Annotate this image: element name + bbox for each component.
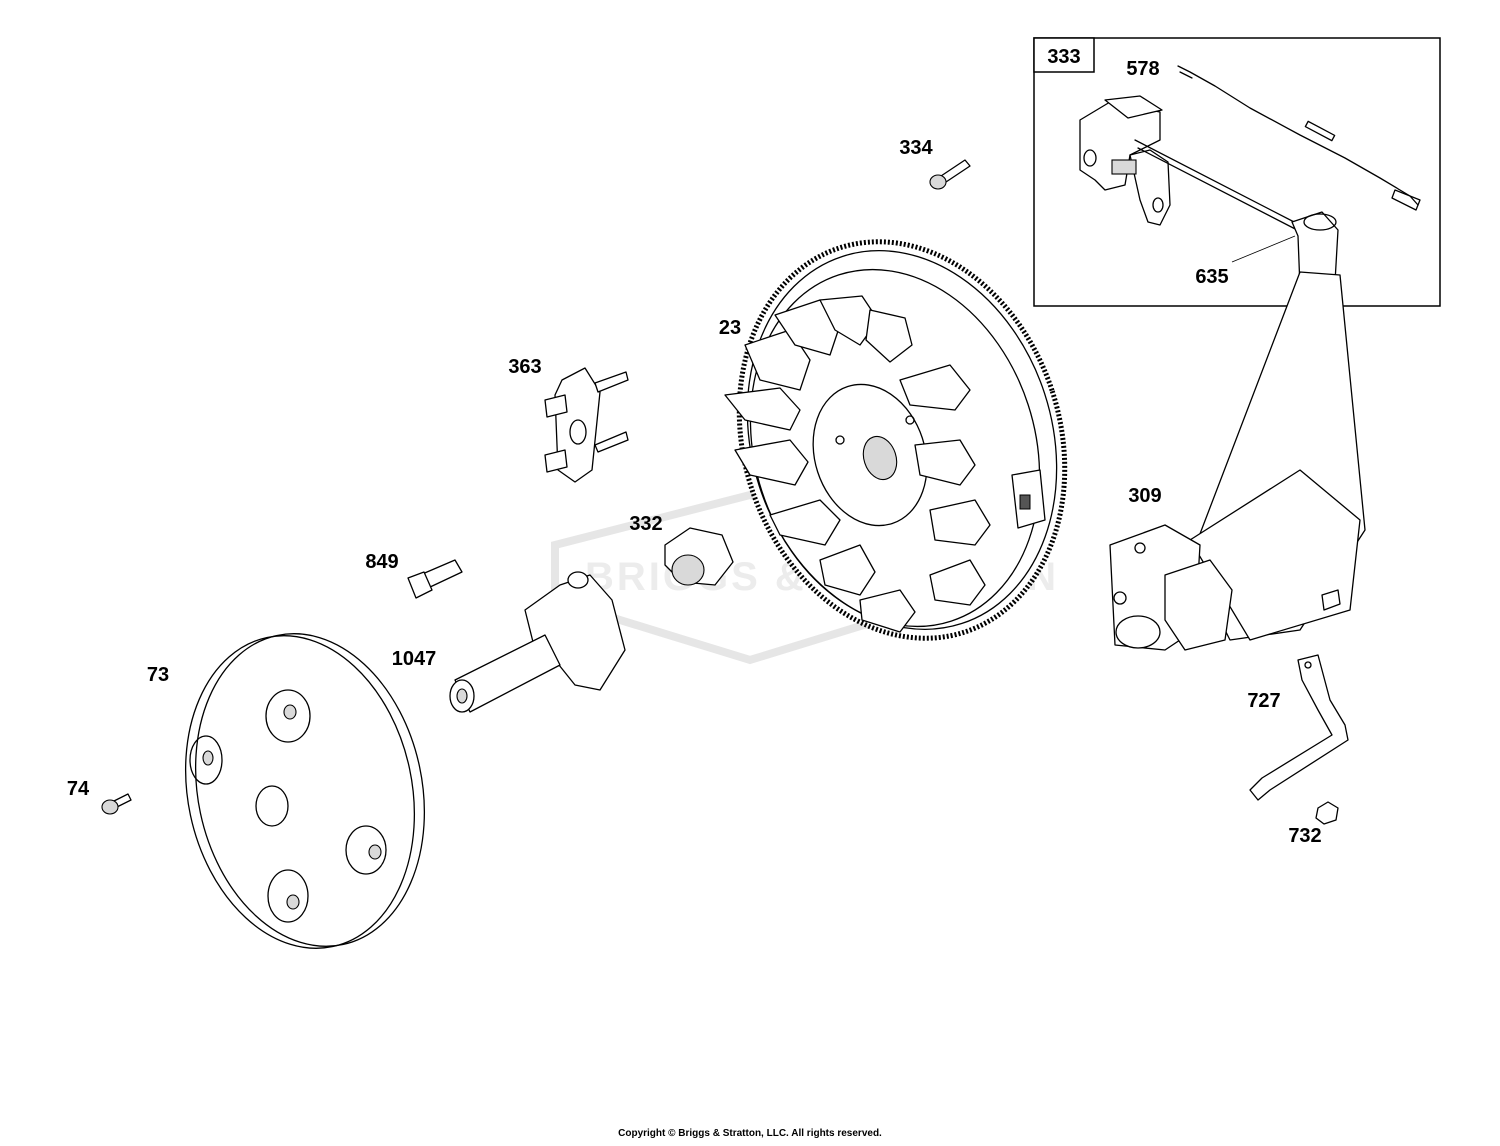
part-label-635[interactable]: 635 (1195, 266, 1228, 288)
part-23-flywheel: 23 (719, 239, 1068, 641)
part-74-screw: 74 (67, 778, 132, 815)
part-309-starter: 309 (1109, 271, 1366, 651)
part-1047-adapter: 1047 (392, 571, 626, 713)
part-label-334[interactable]: 334 (899, 137, 933, 159)
part-849-bolt: 849 (365, 551, 463, 599)
part-label-73[interactable]: 73 (147, 664, 169, 686)
part-label-732[interactable]: 732 (1288, 825, 1321, 847)
part-727-bracket: 727 (1247, 654, 1349, 801)
part-label-1047[interactable]: 1047 (392, 648, 437, 670)
flywheel-fan-blades (724, 295, 991, 633)
inset-box: 333 578 635 (1033, 37, 1441, 307)
part-73-cover: 73 (147, 633, 426, 949)
copyright-notice: Copyright © Briggs & Stratton, LLC. All … (618, 1128, 882, 1139)
part-363-retainer: 363 (508, 356, 629, 483)
part-332-nut: 332 (629, 513, 734, 586)
ground-wire (1177, 65, 1421, 211)
part-label-849[interactable]: 849 (365, 551, 398, 573)
ignition-armature (1079, 95, 1339, 293)
inset-label-333[interactable]: 333 (1047, 46, 1080, 68)
part-334-screw: 334 (899, 137, 971, 190)
part-label-578[interactable]: 578 (1126, 58, 1159, 80)
part-label-363[interactable]: 363 (508, 356, 541, 378)
part-label-23[interactable]: 23 (719, 317, 741, 339)
part-label-74[interactable]: 74 (67, 778, 90, 800)
part-732-nut: 732 (1288, 801, 1339, 847)
part-label-332[interactable]: 332 (629, 513, 662, 535)
part-label-309[interactable]: 309 (1128, 485, 1161, 507)
part-label-727[interactable]: 727 (1247, 690, 1280, 712)
